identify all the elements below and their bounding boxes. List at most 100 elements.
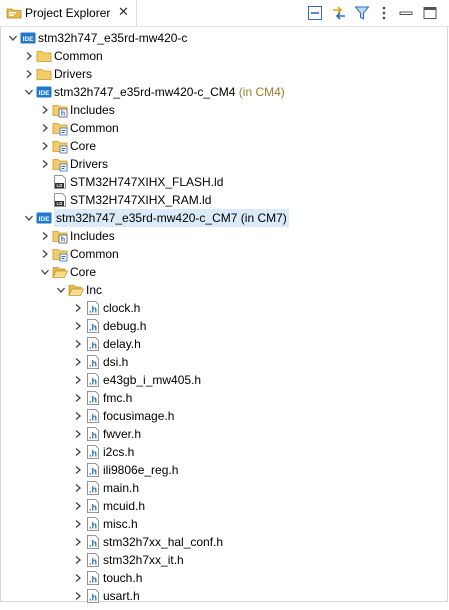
h-file-icon: .h	[85, 534, 101, 550]
chevron-down-icon[interactable]	[23, 83, 35, 101]
tree-item[interactable]: Drivers	[0, 65, 449, 83]
svg-text:.h: .h	[89, 323, 97, 333]
tree-item[interactable]: Common	[0, 119, 449, 137]
chevron-right-icon[interactable]	[72, 551, 84, 569]
h-file-icon: .h	[85, 498, 101, 514]
tree-item[interactable]: Inc	[0, 281, 449, 299]
tree-item[interactable]: Common	[0, 47, 449, 65]
view-menu-icon[interactable]	[376, 5, 392, 21]
chevron-right-icon[interactable]	[72, 479, 84, 497]
chevron-right-icon[interactable]	[72, 371, 84, 389]
tree-item[interactable]: Drivers	[0, 155, 449, 173]
tree-item-label: Core	[70, 139, 97, 153]
tree-item-label: fwver.h	[103, 427, 142, 441]
tree-item-label: main.h	[103, 481, 140, 495]
source-folder-icon	[52, 156, 68, 172]
tree-item-name: stm32h747_e35rd-mw420-c_CM4	[54, 85, 236, 99]
tree-item-label: stm32h747_e35rd-mw420-c	[38, 31, 188, 45]
svg-text:.h: .h	[89, 395, 97, 405]
ld-file-icon: LD	[52, 174, 68, 190]
tree-item[interactable]: Common	[0, 245, 449, 263]
svg-text:.h: .h	[89, 341, 97, 351]
chevron-right-icon[interactable]	[39, 227, 51, 245]
source-folder-icon	[52, 138, 68, 154]
chevron-right-icon[interactable]	[72, 317, 84, 335]
tree-item[interactable]: Core	[0, 137, 449, 155]
chevron-right-icon[interactable]	[72, 299, 84, 317]
tree-item-label: ili9806e_reg.h	[103, 463, 179, 477]
tree-item-label: Common	[70, 247, 119, 261]
chevron-right-icon[interactable]	[72, 353, 84, 371]
chevron-right-icon[interactable]	[72, 407, 84, 425]
tree-item-label: e43gb_i_mw405.h	[103, 373, 202, 387]
collapse-all-icon[interactable]	[307, 5, 323, 21]
chevron-right-icon[interactable]	[39, 119, 51, 137]
chevron-right-icon[interactable]	[72, 515, 84, 533]
chevron-right-icon[interactable]	[23, 47, 35, 65]
filter-icon[interactable]	[354, 5, 370, 21]
chevron-down-icon[interactable]	[39, 263, 51, 281]
chevron-down-icon[interactable]	[7, 29, 19, 47]
svg-text:.h: .h	[89, 305, 97, 315]
link-with-editor-icon[interactable]	[331, 5, 347, 21]
tab-project-explorer[interactable]: Project Explorer ✕	[0, 0, 137, 26]
chevron-right-icon[interactable]	[72, 389, 84, 407]
chevron-down-icon[interactable]	[23, 209, 35, 227]
maximize-icon[interactable]	[422, 5, 438, 21]
chevron-right-icon[interactable]	[72, 443, 84, 461]
tree-item-label: usart.h	[103, 589, 140, 603]
chevron-right-icon[interactable]	[72, 497, 84, 515]
chevron-right-icon[interactable]	[72, 461, 84, 479]
h-file-icon: .h	[85, 570, 101, 586]
chevron-right-icon[interactable]	[72, 533, 84, 551]
folder-icon	[36, 48, 52, 64]
tree-item-label: Core	[70, 265, 97, 279]
view-titlebar: Project Explorer ✕	[0, 0, 449, 27]
close-icon[interactable]: ✕	[118, 4, 129, 19]
tree-item[interactable]: Core	[0, 263, 449, 281]
tree-item-label: misc.h	[103, 517, 138, 531]
ide-project-icon: IDE	[36, 210, 52, 226]
tree-item-label: mcuid.h	[103, 499, 146, 513]
tree-item-label: Common	[70, 121, 119, 135]
minimize-icon[interactable]	[398, 5, 414, 21]
chevron-right-icon[interactable]	[39, 245, 51, 263]
chevron-right-icon[interactable]	[39, 155, 51, 173]
chevron-right-icon[interactable]	[72, 587, 84, 605]
chevron-right-icon[interactable]	[39, 137, 51, 155]
chevron-right-icon[interactable]	[72, 335, 84, 353]
chevron-down-icon[interactable]	[55, 281, 67, 299]
tree-item-label: STM32H747XIHX_FLASH.ld	[70, 175, 224, 189]
h-file-icon: .h	[85, 300, 101, 316]
tree-item-label: stm32h7xx_it.h	[103, 553, 184, 567]
chevron-right-icon[interactable]	[23, 65, 35, 83]
chevron-right-icon[interactable]	[72, 425, 84, 443]
chevron-right-icon[interactable]	[72, 569, 84, 587]
chevron-right-icon[interactable]	[39, 101, 51, 119]
svg-text:IDE: IDE	[23, 36, 35, 43]
